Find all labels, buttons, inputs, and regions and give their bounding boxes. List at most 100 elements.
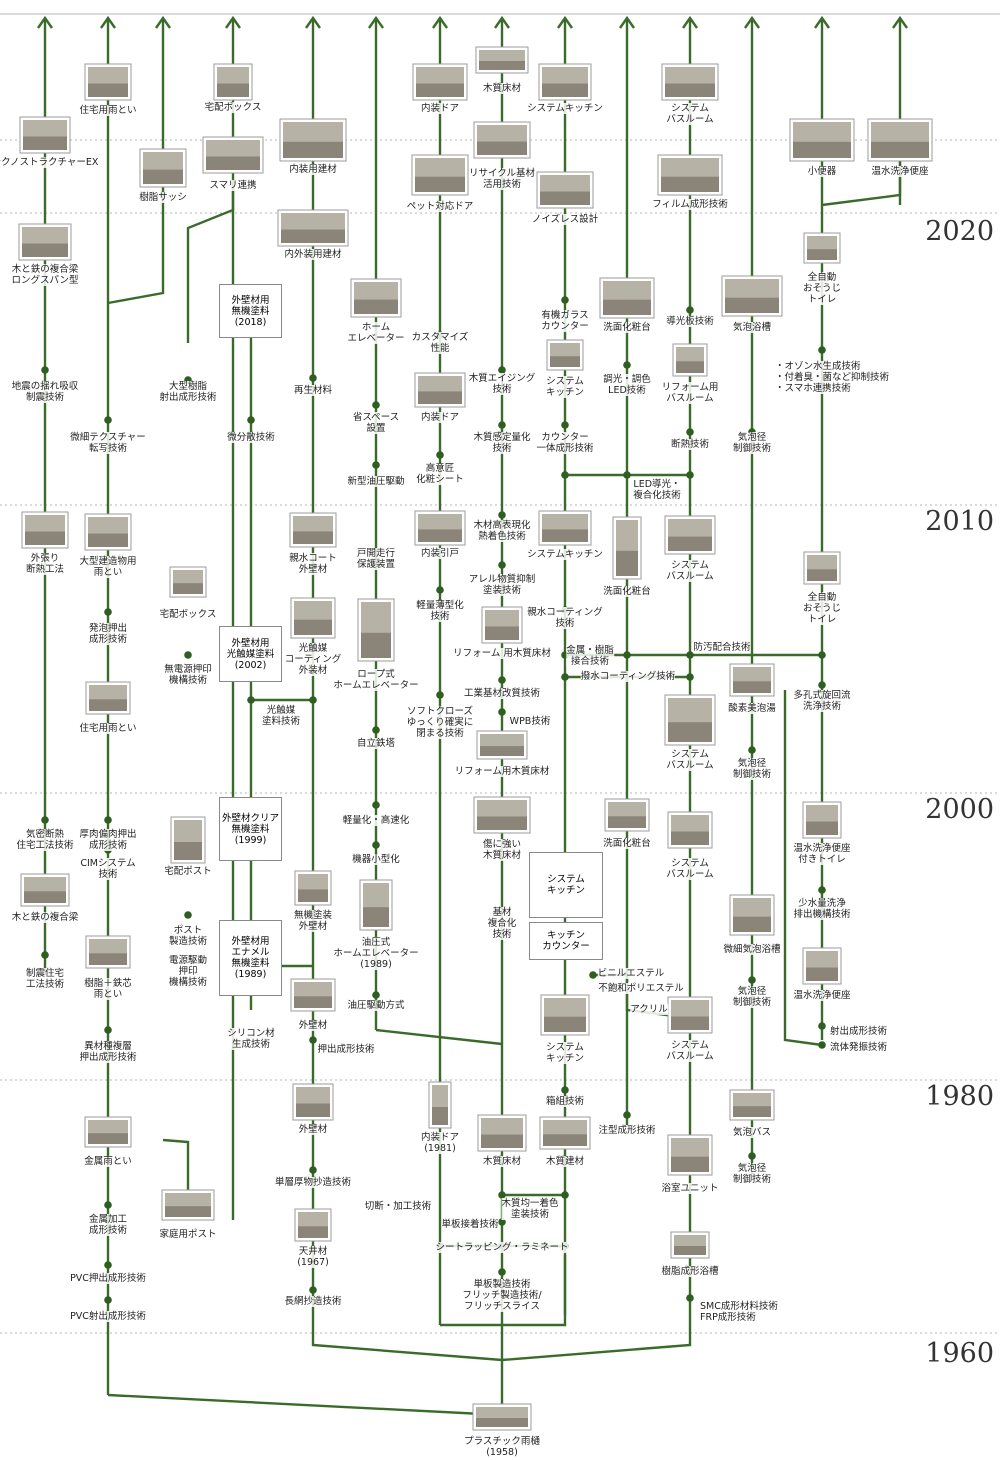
diagram-label: 天井材 (1967) bbox=[297, 1246, 329, 1268]
connector-node bbox=[748, 746, 756, 754]
diagram-label: 木質建材 bbox=[545, 1156, 585, 1167]
product-photo-shade bbox=[668, 722, 712, 742]
diagram-label: 撥水コーティング技術 bbox=[580, 671, 676, 682]
diagram-label: 内外装用建材 bbox=[284, 249, 342, 260]
product-photo-shade bbox=[733, 916, 771, 932]
connector-node bbox=[686, 1294, 694, 1302]
diagram-label: 内装ドア (1981) bbox=[420, 1132, 460, 1154]
diagram-label: システム バスルーム bbox=[666, 103, 714, 125]
diagram-label: 木と鉄の複合梁 bbox=[11, 912, 79, 923]
diagram-label: 木質エイジング 技術 bbox=[468, 373, 536, 395]
product-photo-shade bbox=[23, 136, 67, 150]
diagram-label: 有機ガラス カウンター bbox=[541, 310, 589, 332]
connector-node bbox=[748, 976, 756, 984]
product-photo-shade bbox=[725, 297, 779, 313]
product-photo-shade bbox=[668, 536, 712, 551]
arrow-head bbox=[100, 15, 116, 29]
product-photo-shade bbox=[89, 953, 127, 965]
diagram-label: 金属雨とい bbox=[84, 1156, 132, 1167]
diagram-label: シリコン材 生成技術 bbox=[227, 1028, 275, 1050]
diagram-label: 省スペース 設置 bbox=[352, 412, 400, 434]
diagram-label: 外壁材 bbox=[298, 1124, 328, 1135]
diagram-label: 温水洗浄便座 bbox=[871, 166, 929, 177]
connector-node bbox=[818, 886, 826, 894]
connector-node bbox=[623, 1111, 631, 1119]
diagram-label: 内装引戸 bbox=[420, 548, 460, 559]
product-photo-shade bbox=[665, 83, 715, 97]
product-photo-shade bbox=[88, 533, 128, 547]
connector-node bbox=[561, 1086, 569, 1094]
diagram-label: 光触媒 塗料技術 bbox=[261, 705, 301, 727]
arrow-head bbox=[368, 15, 384, 29]
diagram-label: 大型建造物用 雨とい bbox=[79, 556, 137, 578]
year-gridlines bbox=[0, 13, 1000, 1334]
diagram-label: LED導光・ 複合化技術 bbox=[633, 479, 681, 501]
connector-node bbox=[247, 416, 255, 424]
diagram-label: アクリル bbox=[630, 1004, 668, 1015]
diagram-label: 全自動 おそうじ トイレ bbox=[802, 592, 842, 625]
connector-node bbox=[623, 471, 631, 479]
diagram-label: 大型樹脂 射出成形技術 bbox=[159, 381, 217, 403]
diagram-label: ソフトクローズ ゆっくり確実に 閉まる技術 bbox=[406, 706, 474, 739]
diagram-label: 高意匠 化粧シート bbox=[416, 463, 464, 485]
diagram-label: リフォーム用 バスルーム bbox=[661, 382, 719, 404]
connector-node bbox=[623, 361, 631, 369]
diagram-label: 油圧式 ホームエレベーター (1989) bbox=[333, 937, 419, 970]
connector-node bbox=[41, 951, 49, 959]
arrow-head bbox=[37, 15, 53, 29]
diagram-label: 親水コート 外壁材 bbox=[289, 553, 337, 575]
product-photo-shade bbox=[807, 249, 837, 260]
text-box-node: 外壁材用 エナメル 無機塗料 (1989) bbox=[219, 920, 282, 996]
connector-node bbox=[748, 1152, 756, 1160]
diagram-label: 油圧駆動方式 bbox=[347, 1000, 405, 1011]
connector-node bbox=[104, 1296, 112, 1304]
connector-node bbox=[372, 726, 380, 734]
arrow-head bbox=[494, 15, 510, 29]
diagram-label: 射出成形技術 bbox=[830, 1026, 888, 1037]
connector-node bbox=[372, 461, 380, 469]
diagram-label: ノイズレス設計 bbox=[531, 214, 599, 225]
product-photo-shade bbox=[294, 619, 332, 635]
diagram-label: 戸開走行 保護装置 bbox=[356, 548, 396, 570]
diagram-label: カウンター 一体成形技術 bbox=[536, 432, 594, 454]
connector-node bbox=[818, 1041, 826, 1049]
diagram-label: 親水コーティング 技術 bbox=[527, 607, 603, 629]
diagram-label: 宅配ポスト bbox=[164, 866, 212, 877]
diagram-label: 宅配ボックス bbox=[204, 102, 262, 113]
connector-node bbox=[561, 673, 569, 681]
arrow-head bbox=[619, 15, 635, 29]
connector-node bbox=[686, 651, 694, 659]
diagram-label: 洗面化粧台 bbox=[603, 838, 651, 849]
product-photo-shade bbox=[550, 356, 580, 367]
arrow-head bbox=[557, 15, 573, 29]
diagram-label: 気泡径 制御技術 bbox=[732, 758, 772, 780]
connector-node bbox=[104, 1201, 112, 1209]
connector-node bbox=[41, 816, 49, 824]
diagram-label: 金属・樹脂 接合技術 bbox=[566, 645, 614, 667]
arrow-head bbox=[432, 15, 448, 29]
text-box-node: 外壁材クリア 無機塗料 (1999) bbox=[219, 797, 282, 861]
diagram-label: 注型成形技術 bbox=[598, 1125, 656, 1136]
year-label: 2000 bbox=[925, 794, 994, 825]
diagram-label: シートラッピング・ラミネート bbox=[435, 1242, 569, 1253]
diagram-label: 自立鉄塔 bbox=[356, 738, 396, 749]
connector-node bbox=[247, 696, 255, 704]
connector-node bbox=[686, 428, 694, 436]
connector-node bbox=[561, 1191, 569, 1199]
connector-node bbox=[498, 421, 506, 429]
diagram-label: 無電源押印 機構技術 bbox=[164, 664, 212, 686]
connector-node bbox=[498, 676, 506, 684]
connector-node bbox=[309, 374, 317, 382]
arrow-head bbox=[682, 15, 698, 29]
product-photo-shade bbox=[25, 531, 65, 545]
arrow-head bbox=[744, 15, 760, 29]
product-photo-shade bbox=[806, 967, 838, 981]
text-box-node: 外壁材用 光触媒塗料 (2002) bbox=[219, 626, 282, 682]
diagram-label: 気泡バス bbox=[732, 1127, 772, 1138]
connector-node bbox=[436, 451, 444, 459]
diagram-label: 無機塗装 外壁材 bbox=[293, 910, 333, 932]
diagram-label: 家庭用ポスト bbox=[159, 1229, 217, 1240]
diagram-label: 導光板技術 bbox=[666, 316, 714, 327]
connector-node bbox=[498, 1218, 506, 1226]
